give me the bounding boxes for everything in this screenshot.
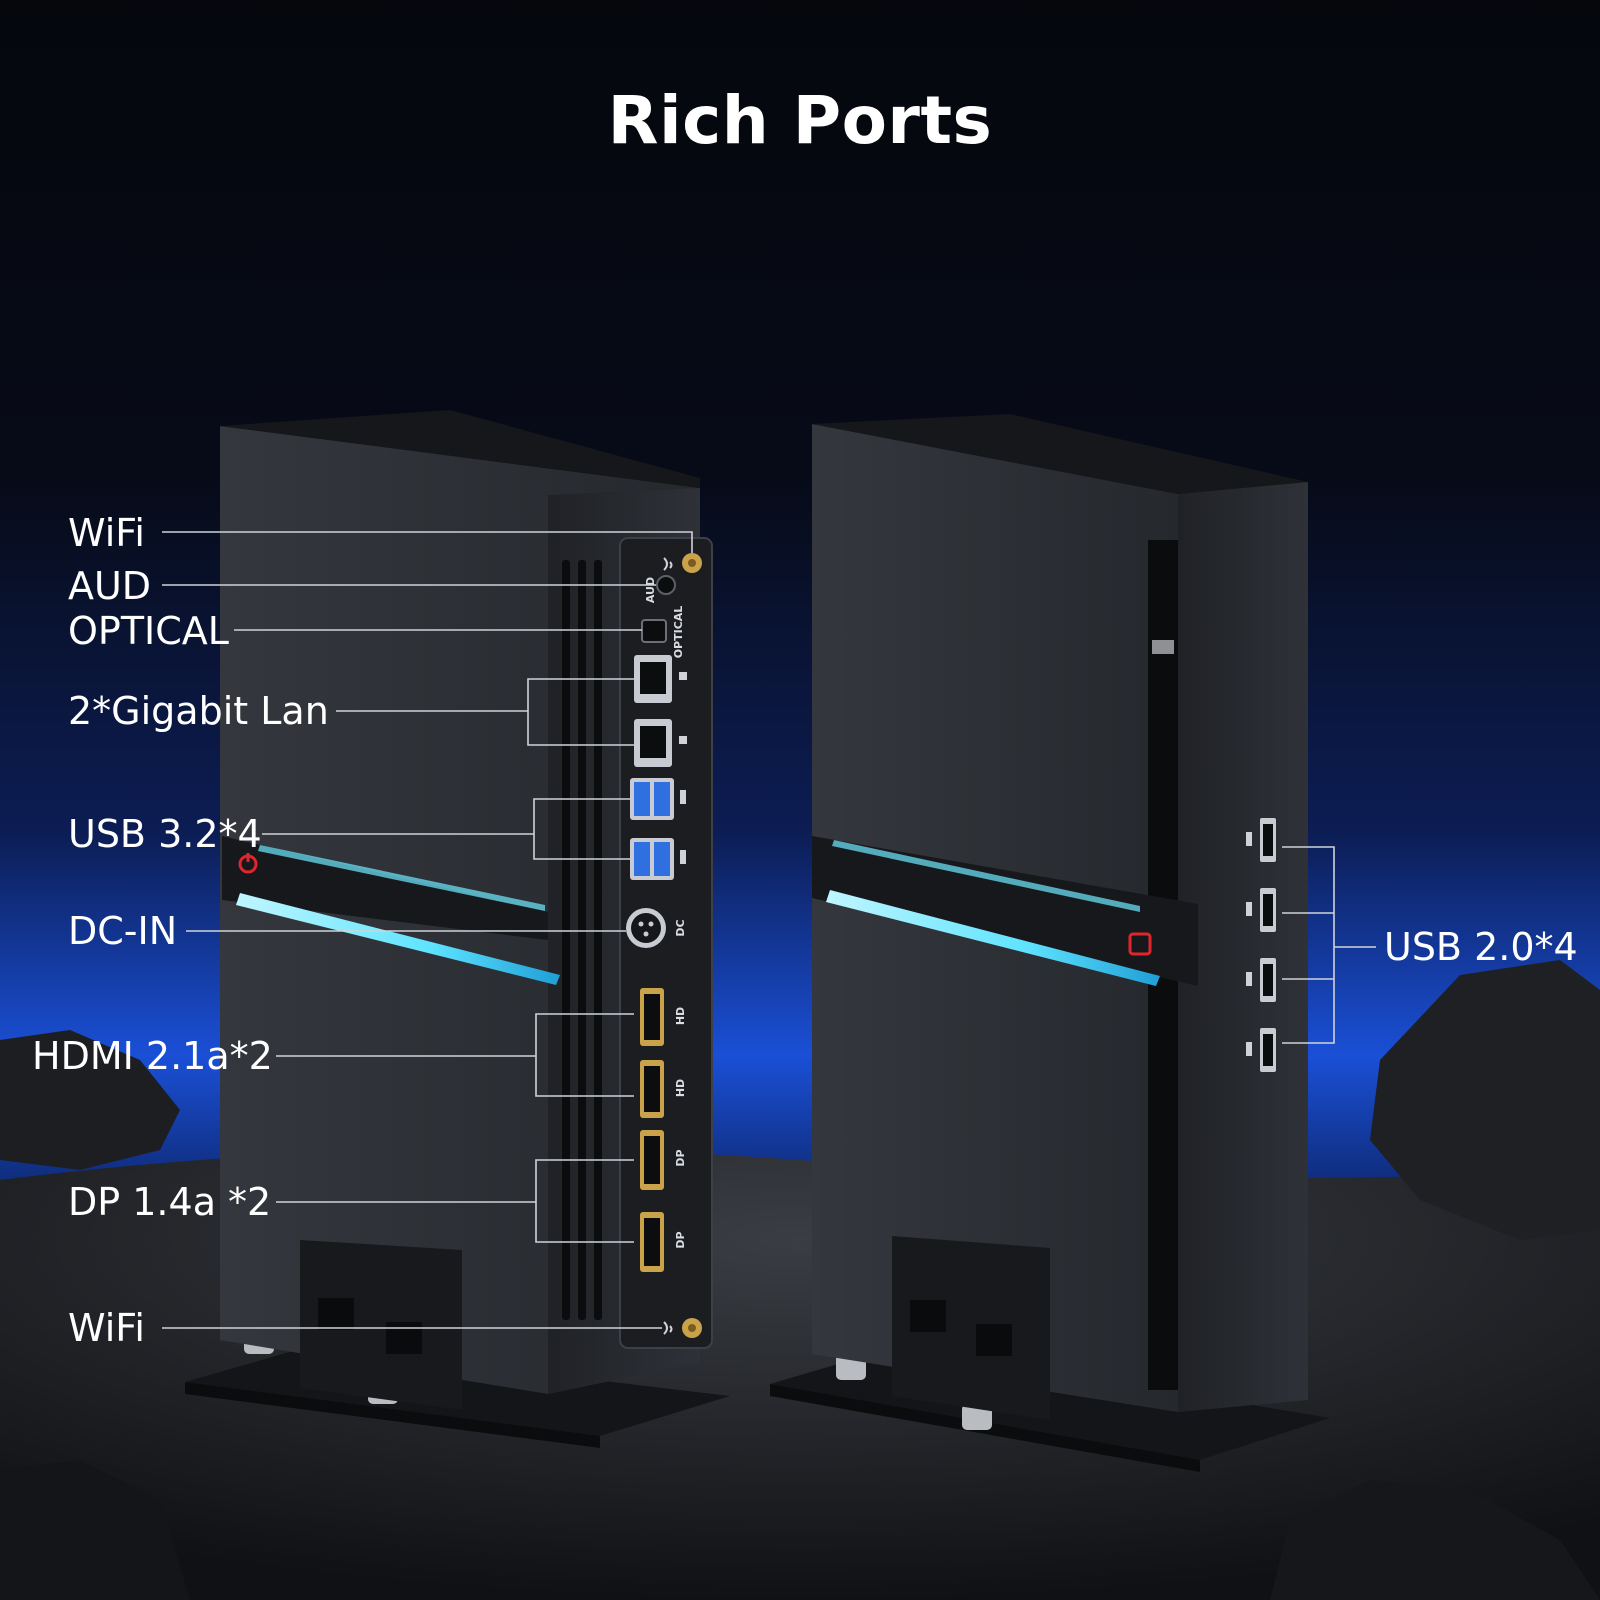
- power-icon[interactable]: [1128, 932, 1152, 956]
- usb2-port-4[interactable]: [1260, 1028, 1276, 1072]
- light-groove: [222, 836, 548, 940]
- light-strip: [826, 890, 1160, 986]
- port-label-hd-2: HD: [674, 1079, 687, 1097]
- power-icon[interactable]: [238, 853, 258, 874]
- usb-icon: [1246, 972, 1252, 986]
- callout-wifi-top: WiFi: [68, 511, 145, 555]
- usb-ss-icon: [680, 790, 686, 804]
- stand-upright-right: [892, 1236, 1050, 1420]
- page-title: Rich Ports: [607, 82, 993, 159]
- usb-icon: [1246, 832, 1252, 846]
- callout-wifi-bottom: WiFi: [68, 1306, 145, 1350]
- port-label-optical: OPTICAL: [672, 606, 685, 659]
- usb2-port-3[interactable]: [1260, 958, 1276, 1002]
- stand-upright-left: [300, 1240, 462, 1410]
- leader-usb20: [1282, 846, 1335, 1044]
- lan-port-1[interactable]: [634, 655, 672, 703]
- wifi-antenna-port-top[interactable]: [682, 553, 702, 573]
- hdmi-port-2[interactable]: [640, 1060, 664, 1118]
- usb-icon: [1246, 1042, 1252, 1056]
- port-label-dc: DC: [674, 919, 687, 936]
- callout-hdmi: HDMI 2.1a*2: [32, 1034, 273, 1078]
- right-mini-pc: [770, 414, 1330, 1472]
- rock-left: [0, 1030, 180, 1170]
- callout-lan: 2*Gigabit Lan: [68, 689, 329, 733]
- port-label-hd-1: HD: [674, 1007, 687, 1025]
- leader-lines: [162, 531, 1376, 1329]
- leader-wifi-top: [162, 531, 693, 553]
- leader-dp: [535, 1159, 634, 1243]
- rock-bottom-left: [0, 1460, 190, 1600]
- usb3-port-pair-1[interactable]: [630, 778, 674, 820]
- leader-lan: [527, 678, 634, 746]
- leader-usb32: [533, 798, 630, 860]
- stand-screw: [962, 1404, 992, 1430]
- wifi-antenna-icon: [663, 557, 673, 571]
- port-label-aud: AUD: [644, 577, 657, 603]
- rock-right: [1370, 960, 1600, 1240]
- lan-port-2[interactable]: [634, 719, 672, 767]
- lan-icon: [679, 672, 687, 680]
- vent-slots: [562, 560, 602, 1320]
- right-front-face: [1178, 482, 1308, 1412]
- lan-icon: [679, 736, 687, 744]
- callout-aud: AUD: [68, 564, 152, 608]
- usb2-port-1[interactable]: [1260, 818, 1276, 862]
- light-strip: [236, 893, 560, 985]
- port-label-dp-2: DP: [674, 1231, 687, 1248]
- callout-dcin: DC-IN: [68, 909, 178, 953]
- usb-icon: [1246, 902, 1252, 916]
- dc-in-port[interactable]: [626, 908, 666, 948]
- audio-jack[interactable]: [656, 575, 676, 595]
- usb-ss-icon: [680, 850, 686, 864]
- rock-bottom-right: [1270, 1480, 1600, 1600]
- callout-optical: OPTICAL: [68, 609, 229, 653]
- callout-usb32: USB 3.2*4: [68, 812, 262, 856]
- left-mini-pc: AUD OPTICAL: [185, 410, 730, 1448]
- wifi-antenna-icon: [663, 1321, 673, 1335]
- port-label-dp-1: DP: [674, 1149, 687, 1166]
- light-groove: [812, 836, 1198, 986]
- usb2-port-2[interactable]: [1260, 888, 1276, 932]
- hdmi-port-1[interactable]: [640, 988, 664, 1046]
- wifi-antenna-port-bottom[interactable]: [682, 1318, 702, 1338]
- usb3-port-pair-2[interactable]: [630, 838, 674, 880]
- callout-dp: DP 1.4a *2: [68, 1180, 272, 1224]
- dp-port-2[interactable]: [640, 1212, 664, 1272]
- leader-hdmi: [535, 1013, 634, 1097]
- optical-port[interactable]: [641, 619, 667, 643]
- callout-usb20: USB 2.0*4: [1384, 925, 1578, 969]
- dp-port-1[interactable]: [640, 1130, 664, 1190]
